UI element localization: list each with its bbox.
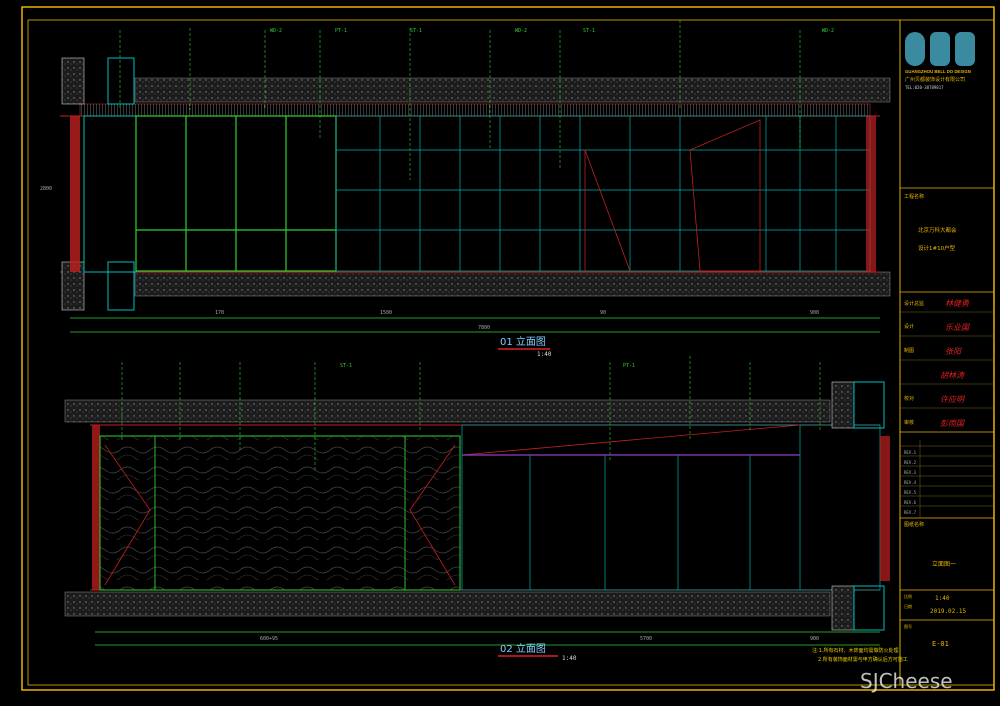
- company-name-en: GUANGZHOU BELL DO DESIGN: [905, 69, 971, 74]
- note-1: 注:1.所有石材、木饰面均需做防火处理: [812, 647, 898, 654]
- company-name-cn: 广州贝都装饰设计有限公司: [905, 76, 965, 83]
- dim-4: 900: [810, 310, 819, 316]
- role-3: 制图: [904, 347, 914, 354]
- elevation-01-scale: 1:40: [537, 351, 552, 358]
- rev-5: REV.5: [904, 490, 917, 495]
- date-label: 日期: [904, 603, 912, 609]
- signature-5: 许应明: [940, 395, 966, 404]
- elevation-02: [64, 356, 890, 646]
- date-value: 2019.02.15: [930, 608, 967, 615]
- note-2: 2.所有装饰面材需与甲方确认后方可施工: [818, 656, 908, 663]
- signature-2: 乐业国: [945, 323, 970, 332]
- signature-6: 彭雨国: [940, 419, 965, 428]
- dim-b2: 5700: [640, 636, 652, 642]
- dim-b1: 600+95: [260, 636, 278, 642]
- role-4: 校对: [904, 395, 914, 402]
- elevation-01: [60, 20, 891, 333]
- rev-7: REV.7: [904, 510, 917, 515]
- elevation-01-label: 01 立面图: [500, 335, 546, 348]
- company-logo: [905, 32, 975, 66]
- tag-1: WD-2: [270, 28, 282, 34]
- watermark: SJCheese: [860, 669, 953, 693]
- rev-2: REV.2: [904, 460, 917, 465]
- total-dimension: 7800: [478, 325, 490, 331]
- tag-2: PT-1: [335, 28, 347, 34]
- tag-3: ST-1: [410, 28, 422, 34]
- signature-1: 林健勇: [945, 299, 970, 308]
- elevation-02-label: 02 立面图: [500, 642, 546, 655]
- scale-value: 1:40: [935, 595, 950, 602]
- signature-4: 胡林涛: [940, 371, 965, 380]
- dim-2: 1500: [380, 310, 392, 316]
- scale-label: 比例: [904, 593, 912, 599]
- title-block-rows: [900, 311, 994, 518]
- rev-3: REV.3: [904, 470, 917, 475]
- rev-4: REV.4: [904, 480, 917, 485]
- tag-4: WD-2: [515, 28, 527, 34]
- role-1: 设计总监: [904, 300, 924, 307]
- dim-b3: 900: [810, 636, 819, 642]
- drawing-title: 立面图一: [932, 560, 956, 568]
- signature-3: 张阳: [945, 347, 962, 356]
- project-name: 北京万科大都会: [918, 226, 957, 234]
- drawing-title-label: 图纸名称: [904, 521, 924, 528]
- height-dimension: 2800: [40, 186, 52, 192]
- elevation-02-scale: 1:40: [562, 655, 577, 662]
- dim-1: 170: [215, 310, 224, 316]
- rev-1: REV.1: [904, 450, 917, 455]
- number-label: 图号: [904, 623, 912, 629]
- company-tel: TEL:020-38789817: [905, 85, 944, 90]
- dim-3: 90: [600, 310, 606, 316]
- drawing-number: E-01: [932, 640, 949, 648]
- project-label: 工程名称: [904, 193, 924, 200]
- title-block: [899, 19, 995, 686]
- project-sub: 设计1#10户型: [918, 244, 956, 252]
- role-2: 设计: [904, 323, 914, 330]
- tag-8: ST-1: [340, 363, 352, 369]
- tag-7: PT-1: [623, 363, 635, 369]
- tag-6: WD-2: [822, 28, 834, 34]
- rev-6: REV.6: [904, 500, 917, 505]
- role-5: 审核: [904, 419, 914, 426]
- tag-5: ST-1: [583, 28, 595, 34]
